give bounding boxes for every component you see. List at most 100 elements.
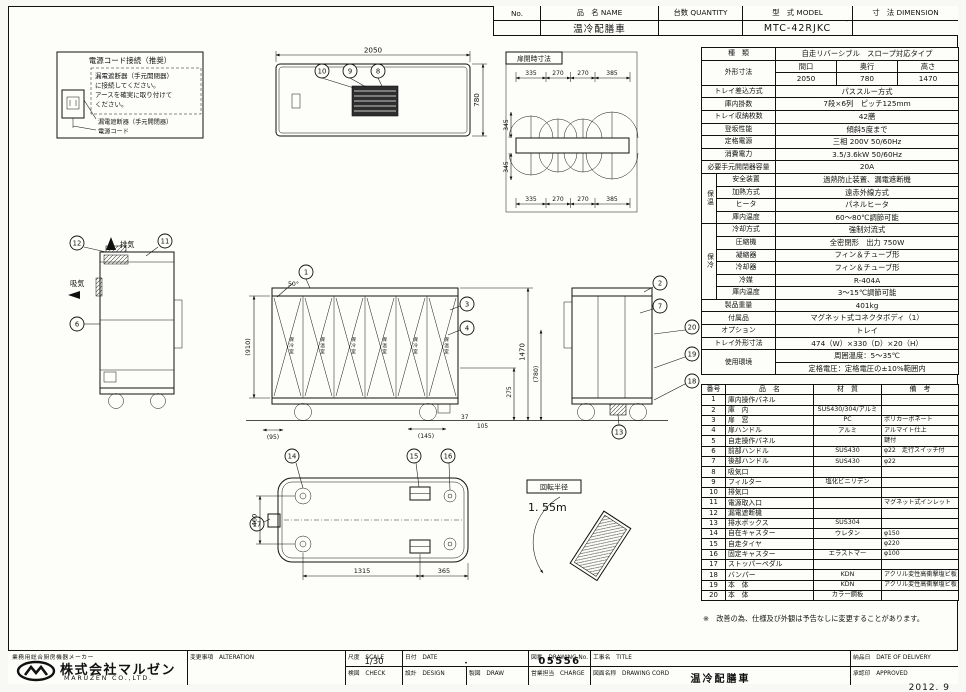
door-dim-b4: 385	[606, 196, 618, 203]
spec-row: 種 類自走リバーシブル スロープ対応タイプ	[700, 47, 960, 61]
cord-label: 電源コード	[98, 128, 129, 136]
front-view: 50° 1 3 4 (910) 1470 (780) 275 37 105	[244, 264, 668, 441]
spec-row: 冷却器フィン＆チューブ形	[702, 261, 960, 275]
scale-value: 1/30	[364, 657, 384, 667]
date-label: 日付 DATE	[405, 655, 438, 661]
callout-18: 18	[684, 373, 700, 389]
drawing-name-cell: 図面名称 DRAWING CORD 温冷配膳車	[591, 667, 850, 685]
approved-cell: 承認印 APPROVED	[851, 667, 958, 685]
callout-11: 11	[157, 233, 173, 249]
spec-row: ヒータパネルヒータ	[702, 198, 960, 212]
svg-text:13: 13	[615, 429, 624, 437]
company-name: 株式会社マルゼン	[60, 663, 177, 678]
drawing-no-value: 05556	[538, 656, 581, 667]
plug-icon	[61, 89, 85, 128]
callout-12: 12	[69, 235, 85, 251]
spec-row: 凝縮器フィン＆チューブ形	[702, 248, 960, 263]
design-label: 設計 DESIGN	[405, 671, 445, 677]
dim-910: (910)	[244, 338, 252, 355]
dim-780: (780)	[533, 366, 540, 383]
spec-row: 付属品マグネット式コネクタボディ（1）	[700, 311, 960, 326]
power-note-line3: アースを確実に取り付けて	[95, 90, 172, 99]
svg-text:18: 18	[688, 378, 697, 386]
door-angle-label: 50°	[288, 280, 299, 288]
intake-arrow-icon	[68, 291, 80, 299]
svg-text:7: 7	[658, 303, 662, 311]
date-value: ・	[461, 659, 471, 669]
callout-4: 4	[459, 320, 475, 336]
door-dim-b3: 270	[577, 196, 589, 203]
scale-label: 尺度 SCALE	[348, 655, 384, 661]
door-open-title: 扉開時寸法	[517, 54, 551, 63]
company-block: 業務用総合厨房機器メーカー 株式会社マルゼン MARUZEN CO.,LTD.	[8, 651, 187, 685]
draw-label: 製図 DRAW	[469, 671, 505, 677]
callout-20: 20	[684, 319, 700, 335]
drawing-no-label: 図番 DRAWING No.	[531, 655, 589, 661]
callout-6: 6	[69, 316, 85, 332]
dim-37: 37	[461, 415, 469, 421]
alteration-cell: 変更事項 ALTERATION	[187, 651, 345, 685]
intake-label: 吸気	[70, 279, 84, 288]
svg-text:16: 16	[444, 453, 453, 461]
door-dim-l1: 345	[503, 119, 510, 131]
callout-9: 9	[342, 63, 358, 79]
name-label: 品 名 NAME	[540, 6, 658, 21]
callout-15: 15	[406, 448, 422, 464]
callout-7: 7	[652, 298, 668, 314]
charge-cell: 営業担当 CHARGE	[529, 667, 590, 685]
callout-19: 19	[684, 346, 700, 362]
title-dwgname-col: 工事名 TITLE 図面名称 DRAWING CORD 温冷配膳車	[590, 651, 850, 685]
door-dim-l2: 345	[503, 161, 510, 173]
drawing-name-value: 温冷配膳車	[690, 674, 751, 685]
spec-row: 定格電源三相 200V 50/60Hz	[700, 135, 960, 149]
svg-text:11: 11	[161, 238, 170, 246]
callout-1: 1	[298, 264, 314, 280]
svg-text:17: 17	[253, 521, 262, 529]
svg-text:15: 15	[410, 453, 419, 461]
side-view-right: 2 7 20 19 18 13	[563, 275, 700, 440]
door-swing-marks	[273, 297, 457, 397]
turning-radius-value: 1. 55m	[528, 501, 567, 514]
svg-text:1: 1	[304, 269, 308, 277]
scale-check-col: 尺度 SCALE 1/30 検図 CHECK	[345, 651, 402, 685]
date-stamp: 2012. 9	[908, 683, 950, 692]
dim-275: 275	[506, 386, 513, 398]
design-draw-cells: 設計 DESIGN 製図 DRAW	[403, 667, 529, 685]
door-dim-t3: 270	[577, 70, 589, 77]
model-label: 型 式 MODEL	[742, 6, 852, 21]
delivery-cell: 納品日 DATE OF DELIVERY	[851, 651, 958, 667]
spec-row: 加熱方式遠赤外線方式	[702, 185, 960, 200]
power-note-title: 電源コード接続（推奨）	[89, 55, 172, 65]
company-tagline: 業務用総合厨房機器メーカー	[12, 655, 94, 661]
dim-460: 460	[251, 514, 259, 526]
dim-value	[852, 21, 958, 36]
spec-row: 圧縮機全密閉形 出力 750W	[702, 235, 960, 250]
turning-radius-label: 回転半径	[540, 483, 568, 492]
spec-group-label: 保冷	[701, 223, 717, 300]
door-dim-b2: 270	[552, 196, 564, 203]
spec-row: 保温安全装置過熱防止装置、漏電遮断機	[701, 172, 960, 225]
power-note-line1: 漏電遮断器（手元開閉器）	[95, 71, 173, 80]
date-design-col: 日付 DATE ・ 設計 DESIGN 製図 DRAW	[402, 651, 529, 685]
date-cell: 日付 DATE ・	[403, 651, 529, 669]
spec-row: トレイ差込方式パススルー方式	[700, 84, 960, 99]
svg-text:9: 9	[348, 68, 352, 76]
title-block-footer: 業務用総合厨房機器メーカー 株式会社マルゼン MARUZEN CO.,LTD. …	[8, 650, 958, 685]
